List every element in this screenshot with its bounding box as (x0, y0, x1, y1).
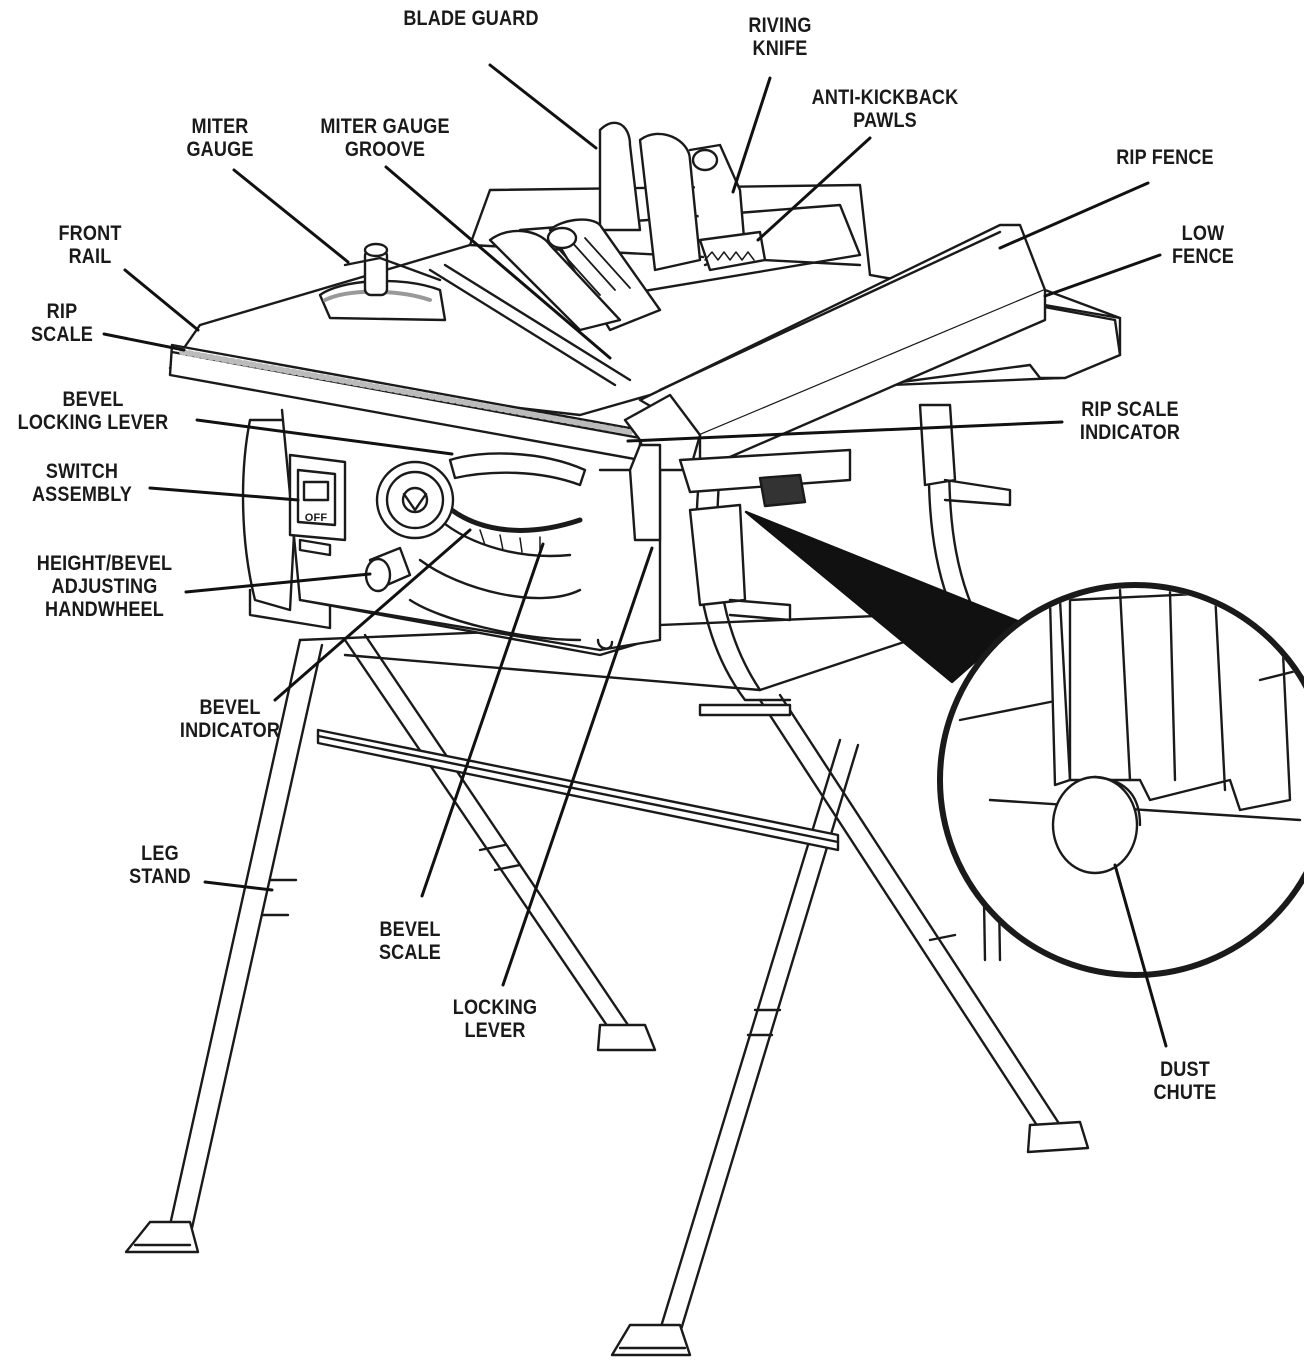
label-anti-kickback-pawls: ANTI-KICKBACK PAWLS (811, 86, 959, 132)
leader-rip-scale (102, 332, 186, 352)
label-locking-lever: LOCKING LEVER (452, 996, 538, 1042)
leader-bevel-indicator (273, 528, 472, 702)
leader-front-rail (123, 268, 200, 332)
dust-chute-zoom (744, 510, 1304, 978)
leader-miter-gauge (232, 168, 350, 264)
leader-riving-knife (731, 76, 772, 194)
leader-blade-guard (488, 63, 598, 150)
leader-bevel-scale (420, 542, 545, 898)
label-switch-assembly: SWITCH ASSEMBLY (31, 460, 133, 506)
leader-rip-fence (998, 181, 1150, 250)
leader-switch-assembly (148, 486, 300, 502)
label-height-bevel-handwheel: HEIGHT/BEVEL ADJUSTING HANDWHEEL (36, 552, 173, 621)
blade-guard (488, 121, 767, 332)
leader-dust-chute (1113, 863, 1168, 1048)
label-front-rail: FRONT RAIL (58, 222, 122, 268)
leader-anti-kickback-pawls (756, 136, 872, 242)
label-riving-knife: RIVING KNIFE (748, 14, 812, 60)
label-bevel-indicator: BEVEL INDICATOR (179, 696, 281, 742)
label-blade-guard: BLADE GUARD (403, 7, 539, 30)
label-miter-gauge: MITER GAUGE (186, 115, 254, 161)
leader-low-fence (1043, 253, 1162, 298)
label-rip-scale-indicator: RIP SCALE INDICATOR (1079, 398, 1181, 444)
label-rip-fence: RIP FENCE (1116, 146, 1214, 169)
leader-rip-scale-indicator (626, 420, 1064, 443)
label-bevel-locking-lever: BEVEL LOCKING LEVER (17, 388, 169, 434)
rip-fence (623, 223, 1122, 622)
label-bevel-scale: BEVEL SCALE (378, 918, 442, 964)
label-leg-stand: LEG STAND (129, 842, 191, 888)
label-miter-gauge-groove: MITER GAUGE GROOVE (320, 115, 450, 161)
label-rip-scale: RIP SCALE (30, 300, 94, 346)
label-low-fence: LOW FENCE (1171, 222, 1235, 268)
leader-height-bevel-handwheel (184, 572, 372, 594)
switch-off-text: OFF (304, 512, 328, 524)
leader-leg-stand (203, 880, 274, 892)
label-dust-chute: DUST CHUTE (1153, 1058, 1217, 1104)
leader-miter-gauge-groove (384, 165, 612, 360)
leader-locking-lever (501, 546, 654, 987)
leader-bevel-locking-lever (195, 418, 454, 456)
leader-lines (102, 63, 1168, 1048)
